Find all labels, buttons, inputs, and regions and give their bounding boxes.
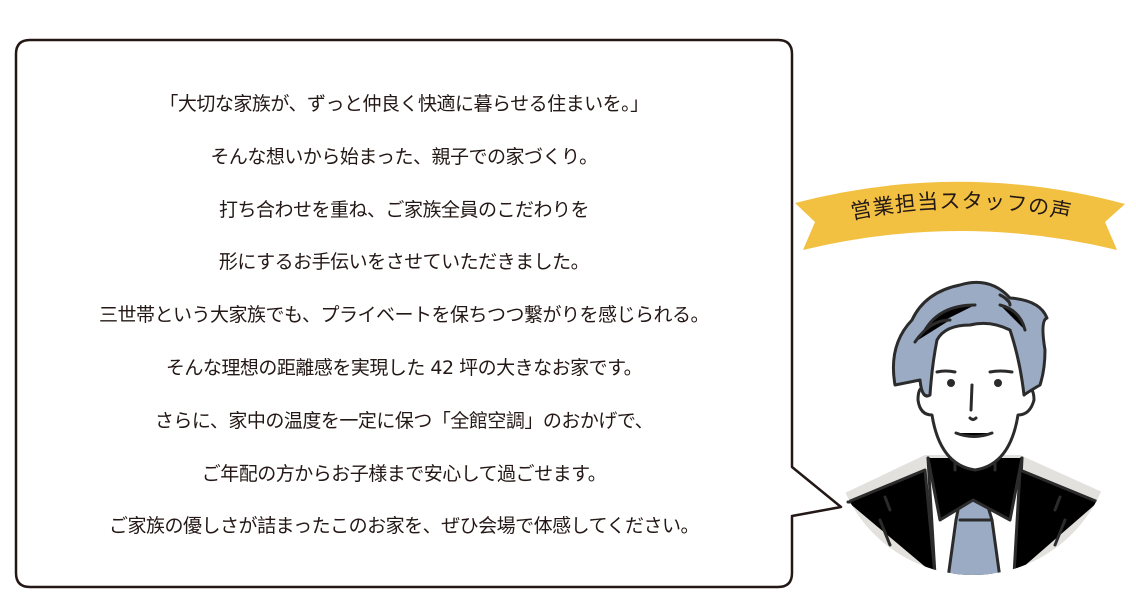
message-line: ご年配の方からお子様まで安心して過ごせます。 <box>201 462 607 485</box>
staff-banner: 営業担当スタッフの声 <box>795 181 1125 250</box>
message-line: そんな想いから始まった、親子での家づくり。 <box>210 145 598 168</box>
message-line: 「大切な家族が、ずっと仲良く快適に暮らせる住まいを。」 <box>159 93 649 115</box>
staff-message: 「大切な家族が、ずっと仲良く快適に暮らせる住まいを。」 そんな想いから始まった、… <box>16 78 792 553</box>
staff-avatar-illustration <box>833 280 1113 575</box>
message-line: 形にするお手伝いをさせていただきました。 <box>218 251 590 274</box>
message-line: 三世帯という大家族でも、プライベートを保ちつつ繋がりを感じられる。 <box>99 304 709 327</box>
message-line: ご家族の優しさが詰まったこのお家を、ぜひ会場で体感してください。 <box>108 515 700 538</box>
message-line: 打ち合わせを重ね、ご家族全員のこだわりを <box>218 198 590 221</box>
message-line: そんな理想の距離感を実現した 42 坪の大きなお家です。 <box>165 356 643 379</box>
message-line: さらに、家中の温度を一定に保つ「全館空調」のおかげで、 <box>154 409 654 432</box>
